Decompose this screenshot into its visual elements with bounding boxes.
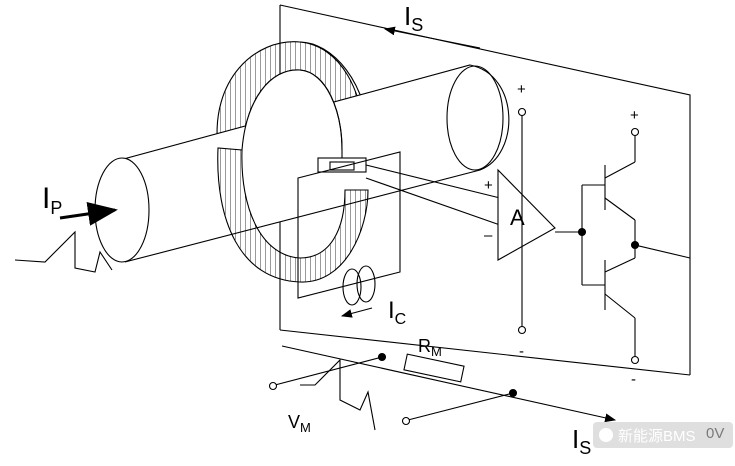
supply-left-minus: - — [519, 343, 524, 360]
watermark: 新能源BMS — [593, 422, 733, 448]
ic-arrow — [340, 307, 373, 318]
conductor-end — [94, 157, 150, 263]
conductor-far-end — [446, 65, 504, 171]
ring-core-front — [217, 147, 369, 283]
ip-arrow — [59, 202, 118, 226]
rm-label: RM — [418, 336, 442, 359]
is-top-label: IS — [404, 1, 423, 35]
vm-waveform — [300, 358, 376, 431]
measurement-resistor — [403, 353, 465, 383]
ip-waveform — [14, 230, 113, 273]
is-top-arrow-line — [383, 26, 481, 49]
supply-left-plus: + — [517, 81, 526, 98]
coil-loop-right — [356, 265, 376, 303]
coil-loop-left — [342, 268, 362, 306]
supply-right-minus: - — [631, 371, 636, 388]
amp-plus: + — [484, 177, 493, 194]
watermark-text: 新能源BMS — [618, 428, 696, 445]
wechat-bubble-icon — [599, 428, 613, 442]
hall-sensor-chip — [329, 161, 355, 171]
amp-minus: – — [484, 227, 493, 244]
ip-label: IP — [42, 182, 62, 218]
secondary-coil-plate — [297, 151, 401, 299]
ic-label: IC — [388, 297, 406, 328]
is-bottom-label: IS — [572, 424, 591, 458]
primary-conductor — [119, 64, 510, 263]
amp-label: A — [510, 205, 525, 230]
amplifier-triangle — [497, 168, 556, 261]
supply-right-plus: + — [630, 107, 639, 124]
vm-label: VM — [288, 412, 311, 435]
